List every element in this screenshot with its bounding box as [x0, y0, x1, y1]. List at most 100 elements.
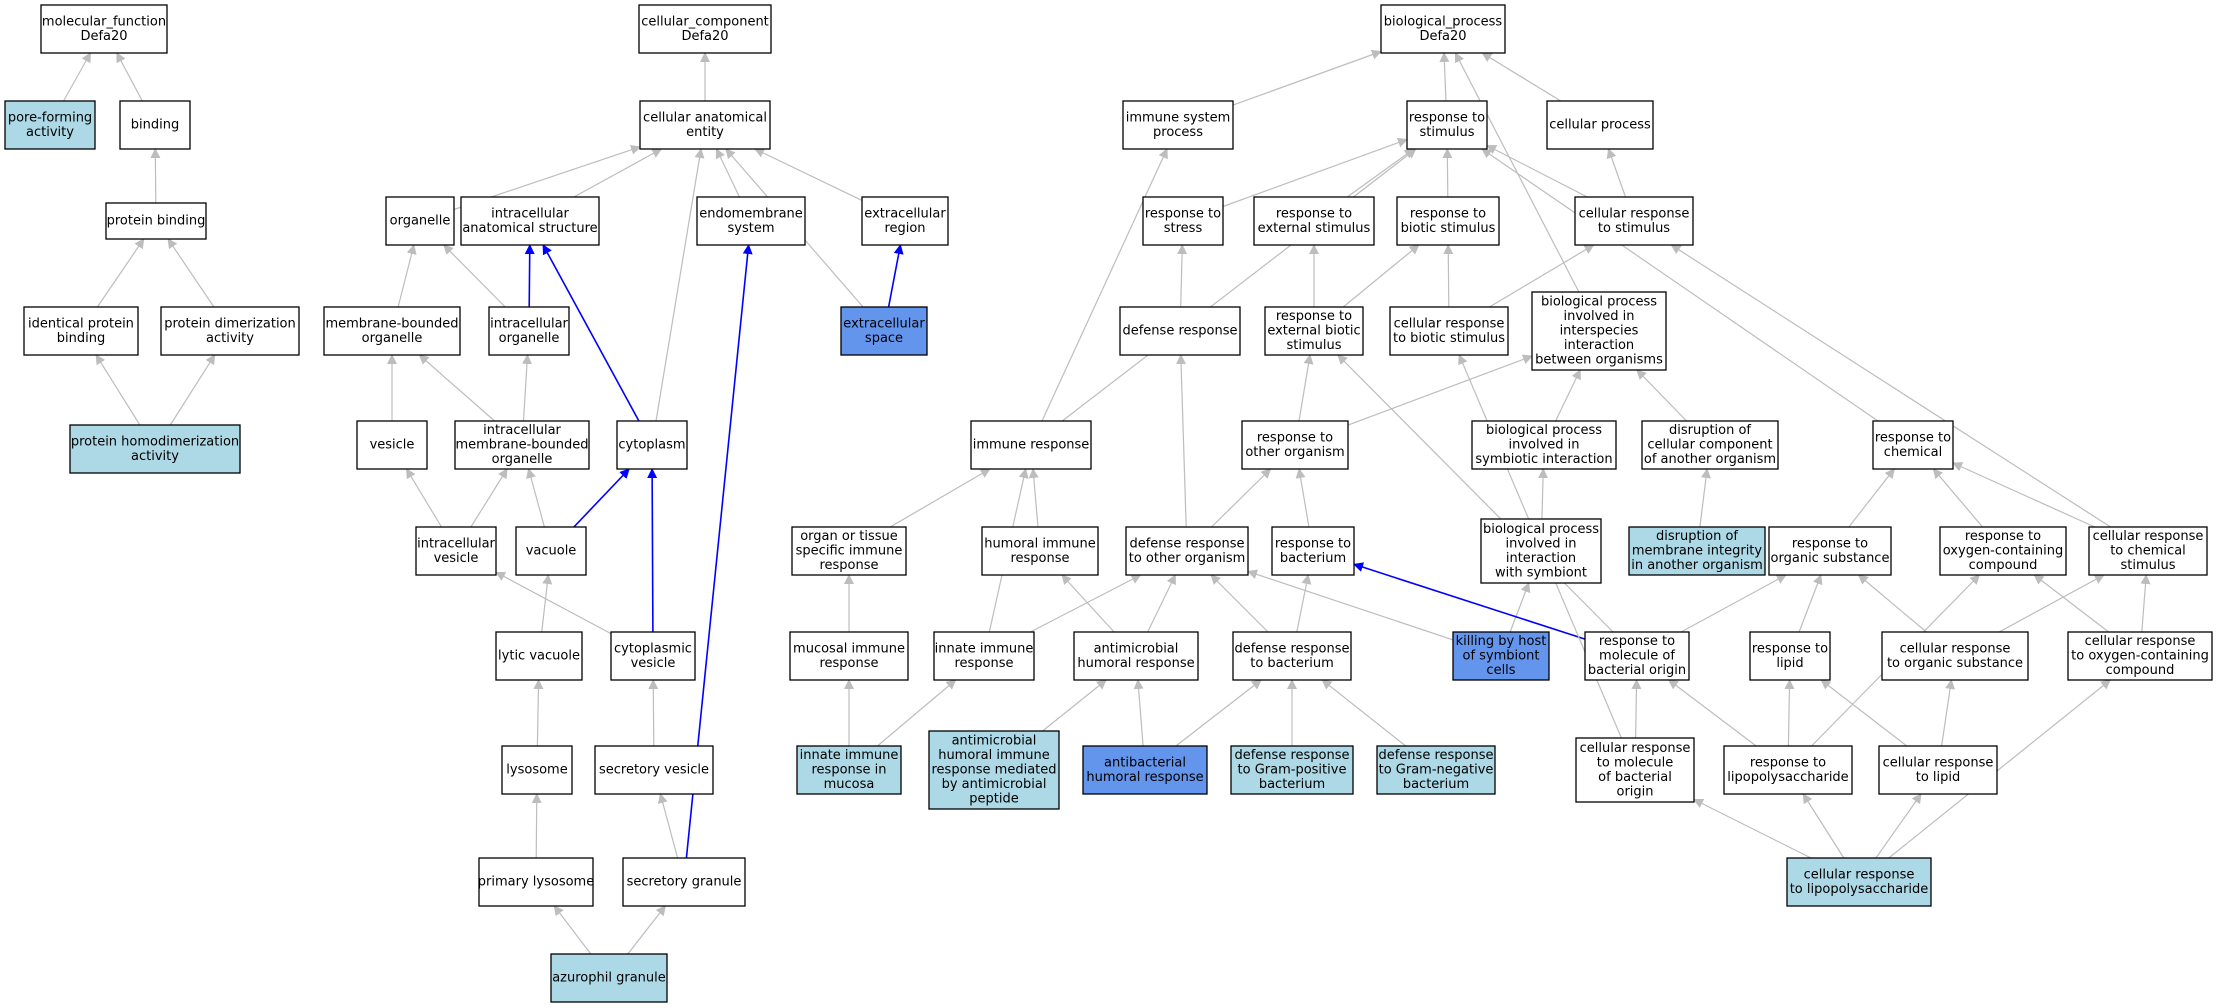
node-label-line: bacterial origin: [1588, 663, 1686, 678]
node-label-line: cytoplasmic: [614, 641, 692, 656]
node-box: [1881, 631, 2029, 681]
node-label-line: mucosal immune: [793, 641, 905, 656]
go-term-node-secretory-vesicle[interactable]: secretory vesicle: [594, 745, 714, 795]
node-box: [1768, 526, 1892, 576]
node-label-line: involved in: [1563, 309, 1634, 324]
go-term-node-binding[interactable]: binding: [119, 100, 191, 150]
go-term-node-cellular-process[interactable]: cellular process: [1546, 100, 1654, 150]
node-label-line: protein dimerization: [164, 316, 296, 331]
go-term-node-defense-response[interactable]: defense response: [1119, 306, 1241, 356]
go-term-node-lytic-vacuole[interactable]: lytic vacuole: [495, 631, 583, 681]
node-box: [2067, 631, 2213, 681]
node-label-line: extracellular: [843, 316, 925, 331]
edge-immune_response-to-immune_system_process: [1041, 148, 1168, 422]
go-term-node-immune-response[interactable]: immune response: [970, 420, 1092, 470]
go-term-node-protein-binding[interactable]: protein binding: [105, 202, 207, 240]
node-box: [1531, 291, 1667, 371]
go-term-node-primary-lysosome[interactable]: primary lysosome: [478, 857, 594, 907]
go-term-node-vesicle[interactable]: vesicle: [356, 420, 428, 470]
go-term-node-cytoplasm[interactable]: cytoplasm: [616, 420, 688, 470]
node-label-line: to oxygen-containing: [2071, 649, 2209, 664]
edge-immune_system_process-to-bp_root: [1232, 49, 1382, 106]
node-box: [4, 100, 96, 150]
node-box: [1452, 631, 1550, 681]
go-term-node-organelle[interactable]: organelle: [385, 196, 455, 246]
node-box: [460, 196, 600, 246]
go-term-node-azurophil-granule[interactable]: azurophil granule: [550, 953, 668, 1003]
node-label-line: chemical: [1884, 445, 1942, 460]
go-term-node-secretory-granule[interactable]: secretory granule: [622, 857, 746, 907]
edge-cellular_response_molecule_bacterial-to-response_to_molecule_bacterial: [1631, 679, 1642, 739]
edge-secretory_vesicle-to-cytoplasmic_vesicle: [648, 679, 659, 747]
node-box: [1471, 420, 1617, 470]
go-term-node-lysosome[interactable]: lysosome: [501, 745, 573, 795]
node-label-line: organ or tissue: [800, 529, 898, 544]
node-label-line: lytic vacuole: [498, 649, 580, 664]
node-label-line: space: [865, 331, 903, 346]
edge-humoral_immune_response-to-immune_response: [1028, 468, 1039, 528]
node-label-line: cellular response: [2093, 529, 2204, 544]
edge-response_to_biotic_stimulus-to-response_to_stimulus: [1442, 148, 1453, 198]
node-label-line: Defa20: [1419, 29, 1466, 44]
node-box: [1122, 100, 1234, 150]
go-term-node-vacuole[interactable]: vacuole: [515, 526, 587, 576]
